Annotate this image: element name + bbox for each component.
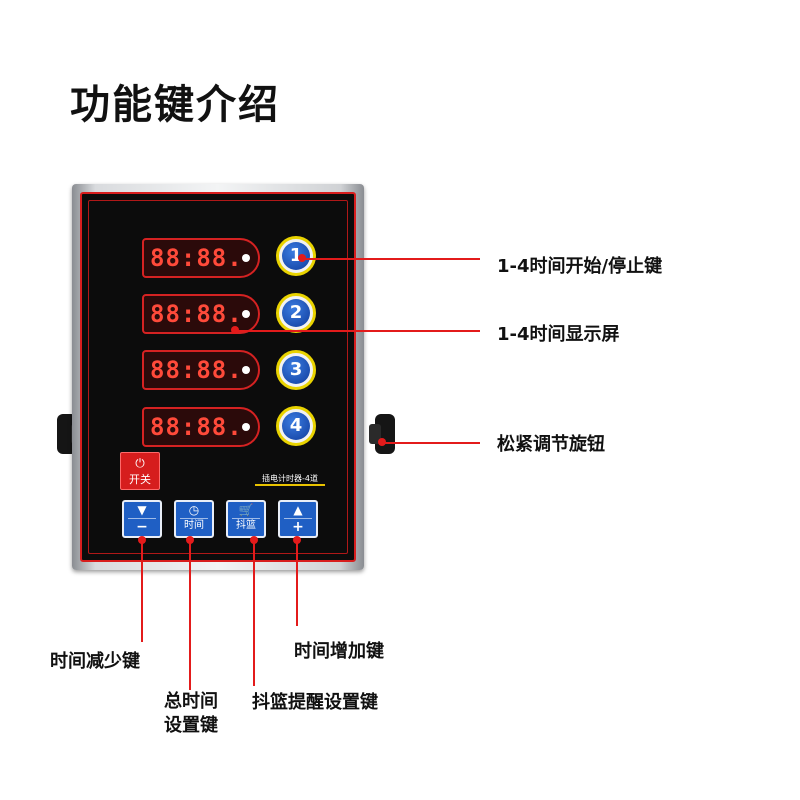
label-increase: 时间增加键 — [294, 641, 384, 662]
model-underline — [255, 484, 325, 486]
up-arrow-icon: ▲ — [293, 503, 303, 517]
minus-icon: − — [136, 519, 148, 535]
display-indicator — [242, 310, 250, 318]
button-divider — [128, 518, 156, 519]
label-knob: 松紧调节旋钮 — [497, 434, 605, 455]
display-indicator — [242, 423, 250, 431]
label-display: 1-4时间显示屏 — [497, 324, 620, 345]
display-indicator — [242, 254, 250, 262]
shake-basket-button[interactable]: 🛒 抖篮 — [226, 500, 266, 538]
shake-label: 抖篮 — [236, 520, 256, 531]
page-title: 功能键介绍 — [70, 82, 280, 128]
clock-icon: ◷ — [188, 503, 200, 517]
button-divider — [284, 518, 312, 519]
power-button[interactable]: ⏻ 开关 — [120, 452, 160, 490]
label-shake-reminder: 抖篮提醒设置键 — [252, 692, 378, 713]
channel-2-button[interactable]: 2 — [276, 293, 316, 333]
button-divider — [232, 518, 260, 519]
label-total-time-line2: 设置键 — [164, 715, 218, 736]
display-indicator — [242, 366, 250, 374]
pointer-line-total-time — [189, 540, 191, 690]
power-icon: ⏻ — [135, 456, 145, 470]
channel-2-number: 2 — [282, 299, 310, 327]
decrease-button[interactable]: ▼ − — [122, 500, 162, 538]
display-digits: 88:88. — [150, 413, 243, 441]
display-channel-3: 88:88. — [142, 350, 260, 390]
display-digits: 88:88. — [150, 356, 243, 384]
pointer-line-shake — [253, 540, 255, 686]
channel-1-button[interactable]: 1 — [276, 236, 316, 276]
channel-4-number: 4 — [282, 412, 310, 440]
button-divider — [180, 518, 208, 519]
channel-4-button[interactable]: 4 — [276, 406, 316, 446]
channel-3-number: 3 — [282, 356, 310, 384]
label-start-stop: 1-4时间开始/停止键 — [497, 256, 663, 277]
display-digits: 88:88. — [150, 300, 243, 328]
pointer-line-knob — [382, 442, 480, 444]
display-channel-4: 88:88. — [142, 407, 260, 447]
time-label: 时间 — [184, 520, 204, 531]
plus-icon: + — [292, 519, 304, 535]
pointer-line-decrease — [141, 540, 143, 642]
right-knob[interactable] — [369, 414, 395, 454]
increase-button[interactable]: ▲ + — [278, 500, 318, 538]
total-time-button[interactable]: ◷ 时间 — [174, 500, 214, 538]
pointer-line-start-stop — [302, 258, 480, 260]
power-label: 开关 — [129, 473, 151, 486]
pointer-line-display — [235, 330, 480, 332]
label-total-time-line1: 总时间 — [164, 691, 218, 712]
label-total-time: 总时间 设置键 — [156, 690, 226, 738]
display-channel-1: 88:88. — [142, 238, 260, 278]
basket-icon: 🛒 — [238, 503, 254, 517]
pointer-line-increase — [296, 540, 298, 626]
display-channel-2: 88:88. — [142, 294, 260, 334]
label-decrease: 时间减少键 — [50, 651, 140, 672]
channel-3-button[interactable]: 3 — [276, 350, 316, 390]
panel-border — [88, 200, 348, 554]
down-arrow-icon: ▼ — [137, 503, 147, 517]
display-digits: 88:88. — [150, 244, 243, 272]
model-label: 插电计时器-4道 — [262, 474, 318, 483]
